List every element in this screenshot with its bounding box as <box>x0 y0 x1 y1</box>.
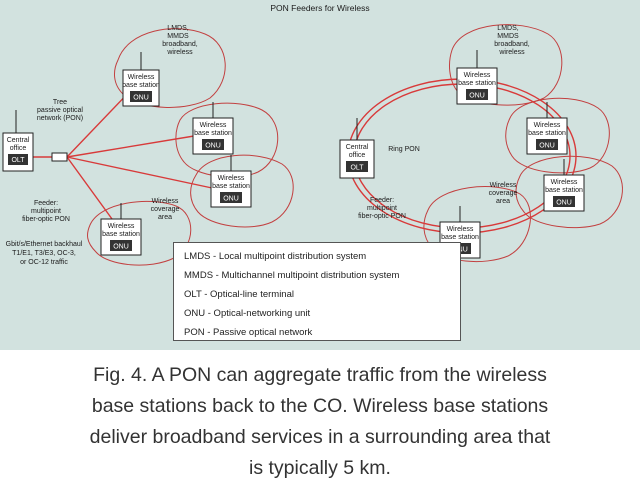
station-label: Wireless <box>534 122 561 129</box>
onu-label: ONU <box>113 244 129 251</box>
service-label: LMDS, <box>167 25 188 32</box>
feeder-label: multipoint <box>367 205 397 212</box>
olt-label: OLT <box>350 165 364 172</box>
feeder-label: multipoint <box>31 208 61 215</box>
feeder-label: Feeder: <box>370 197 394 204</box>
legend-box: LMDS - Local multipoint distribution sys… <box>173 242 461 341</box>
base-station: Wireless base station ONU <box>100 203 142 256</box>
coverage-area <box>175 102 279 178</box>
feeder-label: fiber-optic PON <box>22 216 70 223</box>
tree-pon-label: passive optical <box>37 107 83 114</box>
base-station: Wireless base station ONU <box>192 102 234 155</box>
coverage-label: area <box>158 214 172 221</box>
onu-label: ONU <box>539 143 555 150</box>
legend-item: OLT - Optical-line terminal <box>184 289 294 300</box>
backhaul-label: T1/E1, T3/E3, OC-3, <box>12 250 76 257</box>
station-label: Wireless <box>200 122 227 129</box>
pon-diagram: PON Feeders for Wireless Central office <box>2 3 623 266</box>
service-label: MMDS <box>167 33 189 40</box>
backhaul-label: Gbit/s/Ethernet backhaul <box>6 241 83 248</box>
station-label: Wireless <box>464 72 491 79</box>
station-label: base station <box>122 82 160 89</box>
station-label: base station <box>528 130 566 137</box>
base-station: Wireless base station ONU <box>210 155 252 208</box>
central-office-label: Central <box>7 137 30 144</box>
figure-caption: Fig. 4. A PON can aggregate traffic from… <box>0 350 640 502</box>
legend-item: MMDS - Multichannel multipoint distribut… <box>184 270 400 281</box>
coverage-area <box>190 154 294 228</box>
station-label: base station <box>458 80 496 87</box>
coverage-label: area <box>496 198 510 205</box>
station-label: base station <box>102 231 140 238</box>
figure-panel: PON Feeders for Wireless Central office <box>0 0 640 350</box>
base-station: Wireless base station ONU <box>543 159 585 212</box>
fiber-link <box>66 156 121 231</box>
central-office-label: Central <box>346 144 369 151</box>
service-label: broadband, <box>494 41 529 48</box>
feeder-label: fiber-optic PON <box>358 213 406 220</box>
onu-label: ONU <box>205 143 221 150</box>
backhaul-label: or OC-12 traffic <box>20 259 68 266</box>
tree-pon-label: Tree <box>53 99 67 106</box>
station-label: Wireless <box>128 74 155 81</box>
base-station: Wireless base station ONU <box>526 102 568 155</box>
tree-pon-label: network (PON) <box>37 115 83 122</box>
central-office-right: Central office OLT <box>339 118 375 179</box>
fiber-link <box>66 87 134 158</box>
service-label: broadband, <box>162 41 197 48</box>
station-label: base station <box>545 187 583 194</box>
base-station: Wireless base station ONU <box>122 52 160 107</box>
base-station: Wireless base station ONU <box>456 50 498 105</box>
service-label: LMDS, <box>497 25 518 32</box>
station-label: base station <box>441 234 479 241</box>
onu-label: ONU <box>556 200 572 207</box>
caption-line: is typically 5 km. <box>249 457 391 479</box>
onu-label: ONU <box>223 196 239 203</box>
caption-line: Fig. 4. A PON can aggregate traffic from… <box>93 364 547 386</box>
coverage-label: Wireless <box>490 182 517 189</box>
ring-pon-network: Central office OLT Ring PON Feeder: mult… <box>339 24 623 263</box>
feeder-label: Feeder: <box>34 200 58 207</box>
service-label: MMDS <box>497 33 519 40</box>
fiber-link <box>66 156 213 189</box>
legend-item: PON - Passive optical network <box>184 327 313 338</box>
legend-item: LMDS - Local multipoint distribution sys… <box>184 251 367 262</box>
central-office-left: Central office OLT <box>2 110 34 172</box>
optical-splitter <box>51 152 68 162</box>
onu-label: ONU <box>469 93 485 100</box>
coverage-area <box>515 155 623 229</box>
coverage-area <box>114 28 226 108</box>
coverage-area <box>449 24 563 106</box>
central-office-label: office <box>10 145 27 152</box>
service-label: wireless <box>498 49 525 56</box>
service-label: wireless <box>166 49 193 56</box>
ring-pon-label: Ring PON <box>388 146 420 153</box>
olt-label: OLT <box>11 157 25 164</box>
coverage-label: Wireless <box>152 198 179 205</box>
caption-line: deliver broadband services in a surround… <box>89 426 551 448</box>
station-label: Wireless <box>447 226 474 233</box>
coverage-label: coverage <box>489 190 518 197</box>
station-label: base station <box>194 130 232 137</box>
tree-pon-network: Central office OLT Tree passive optical … <box>2 25 294 266</box>
station-label: Wireless <box>218 175 245 182</box>
legend-item: ONU - Optical-networking unit <box>184 308 311 319</box>
coverage-area <box>505 97 610 174</box>
figure-title: PON Feeders for Wireless <box>270 3 369 13</box>
coverage-label: coverage <box>151 206 180 213</box>
station-label: Wireless <box>551 179 578 186</box>
caption-line: base stations back to the CO. Wireless b… <box>91 395 549 417</box>
station-label: base station <box>212 183 250 190</box>
onu-label: ONU <box>133 95 149 102</box>
central-office-label: office <box>349 152 366 159</box>
fiber-link <box>66 135 195 158</box>
station-label: Wireless <box>108 223 135 230</box>
